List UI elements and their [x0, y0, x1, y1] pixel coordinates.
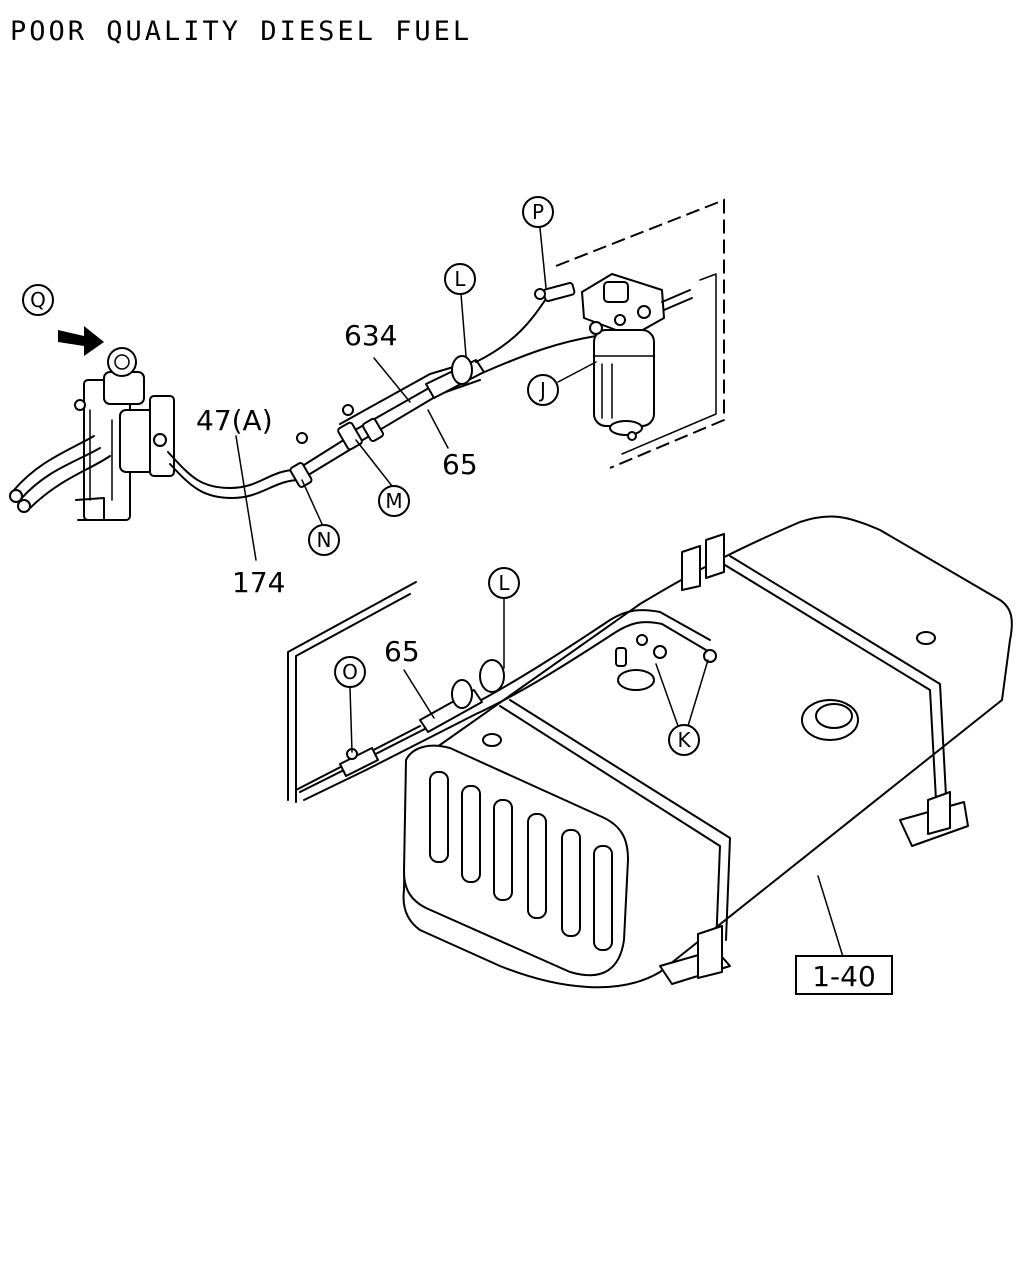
upper-fuel-lines — [9, 281, 597, 513]
callout-j: J — [527, 374, 559, 406]
callout-l-upper: L — [444, 263, 476, 295]
reference-label: 1-40 — [812, 960, 876, 993]
callout-q: Q — [22, 284, 54, 316]
part-number-65-upper: 65 — [442, 448, 478, 481]
callout-m: M — [378, 485, 410, 517]
part-number-65-lower: 65 — [384, 635, 420, 668]
part-number-634: 634 — [344, 319, 397, 352]
callout-o-label: O — [342, 660, 358, 684]
part-number-47a: 47(A) — [196, 404, 273, 437]
callout-n-label: N — [317, 528, 332, 552]
callout-p: P — [522, 196, 554, 228]
filter-frame — [555, 198, 725, 469]
part-number-174: 174 — [232, 566, 285, 599]
callout-k-label: K — [677, 728, 691, 752]
callout-n: N — [308, 524, 340, 556]
fuel-tank — [402, 515, 1013, 989]
callout-l-lower: L — [488, 567, 520, 599]
callout-q-label: Q — [30, 288, 46, 312]
lower-fuel-lines — [299, 609, 711, 801]
callout-j-label: J — [538, 378, 546, 402]
leader-lines — [235, 227, 845, 961]
page-title: POOR QUALITY DIESEL FUEL — [10, 16, 473, 47]
fuel-filter — [581, 273, 693, 441]
callout-l-upper-label: L — [454, 267, 466, 291]
callout-k: K — [668, 724, 700, 756]
callout-l-lower-label: L — [498, 571, 510, 595]
callout-m-label: M — [385, 489, 402, 513]
direction-arrow — [58, 326, 104, 356]
callout-o: O — [334, 656, 366, 688]
injection-pump — [74, 347, 175, 521]
reference-box[interactable]: 1-40 — [795, 955, 893, 995]
callout-p-label: P — [532, 200, 544, 224]
